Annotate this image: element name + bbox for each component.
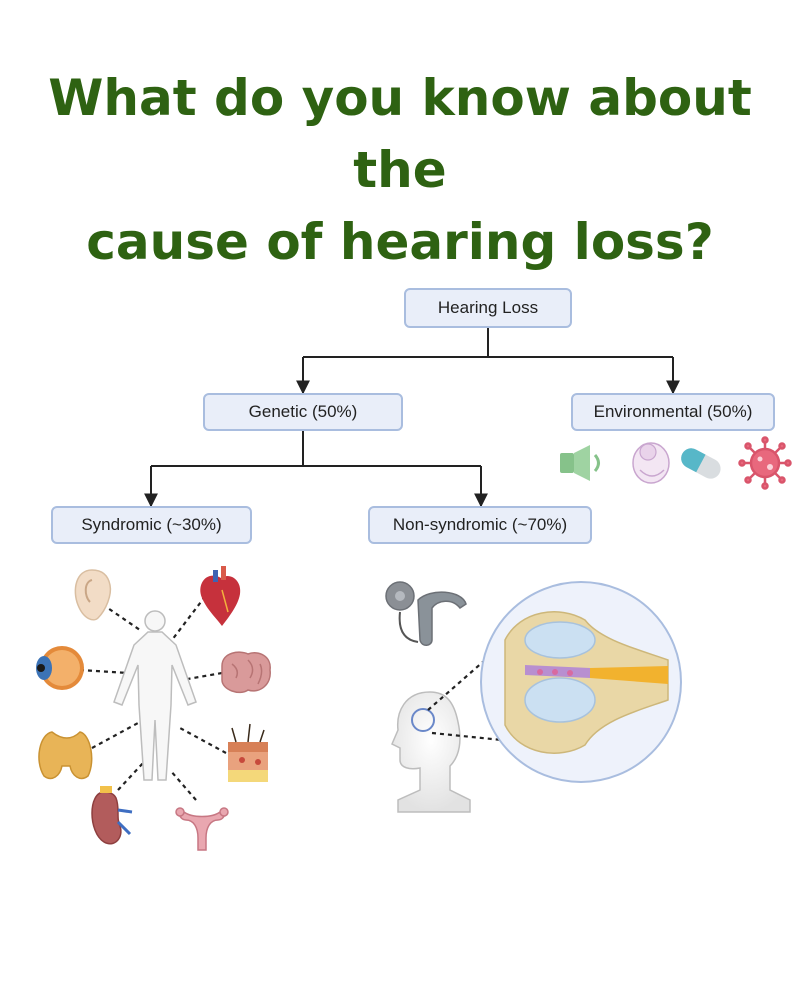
connector-genetic — [144, 431, 488, 508]
page-title: What do you know about the cause of hear… — [0, 62, 800, 278]
ear-icon — [74, 569, 112, 621]
virus-icon — [738, 436, 792, 490]
connector-root — [296, 327, 680, 395]
node-syndromic: Syndromic (~30%) — [51, 506, 252, 544]
kidney-icon — [91, 786, 133, 845]
node-non-syndromic: Non-syndromic (~70%) — [368, 506, 592, 544]
magnify-connectors — [427, 653, 503, 742]
node-genetic: Genetic (50%) — [203, 393, 403, 431]
title-line-2: cause of hearing loss? — [86, 213, 714, 271]
hearing-aid-icon — [385, 581, 467, 646]
head-profile-icon — [391, 691, 471, 813]
noise-speaker-icon — [560, 445, 600, 481]
human-body-icon — [113, 610, 197, 781]
cochlea-cross-section-icon — [480, 581, 682, 783]
title-line-1: What do you know about the — [48, 69, 752, 199]
thyroid-icon — [38, 731, 93, 780]
fetus-icon — [632, 442, 670, 484]
eye-icon — [36, 646, 84, 690]
heart-icon — [200, 566, 241, 626]
skin-icon — [228, 723, 268, 782]
brain-icon — [221, 651, 271, 694]
node-environmental: Environmental (50%) — [571, 393, 775, 431]
medication-capsule-icon — [681, 448, 721, 479]
uterus-icon — [175, 807, 229, 851]
node-hearing-loss: Hearing Loss — [404, 288, 572, 328]
